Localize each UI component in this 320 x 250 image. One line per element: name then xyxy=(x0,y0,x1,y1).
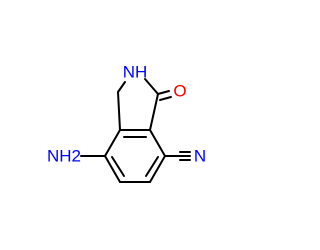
bond-c3-n2 xyxy=(117,81,126,93)
bond-c4-c5-inner xyxy=(111,156,125,177)
bond-c4-c5 xyxy=(104,155,121,183)
bond-c1-o xyxy=(157,90,170,95)
bond-n2-c1 xyxy=(144,78,159,95)
bond-c6-c7-inner xyxy=(145,156,159,177)
oxygen-label: O xyxy=(173,82,186,101)
bond-c3a-c4 xyxy=(104,129,121,157)
bond-c1-c7a xyxy=(149,93,159,131)
amine-label: NH2 xyxy=(47,147,81,166)
bond-c7-c7a xyxy=(149,129,166,157)
nh-label: NH xyxy=(123,63,148,82)
bond-c3a-c3 xyxy=(117,91,121,131)
bond-c1-o-second xyxy=(159,96,172,101)
bond-c6-c7 xyxy=(149,155,166,183)
structure-canvas: NH O N NH2 xyxy=(47,63,206,183)
molecule-structure: NH O N NH2 xyxy=(47,63,206,183)
nitrile-nitrogen-label: N xyxy=(194,147,206,166)
